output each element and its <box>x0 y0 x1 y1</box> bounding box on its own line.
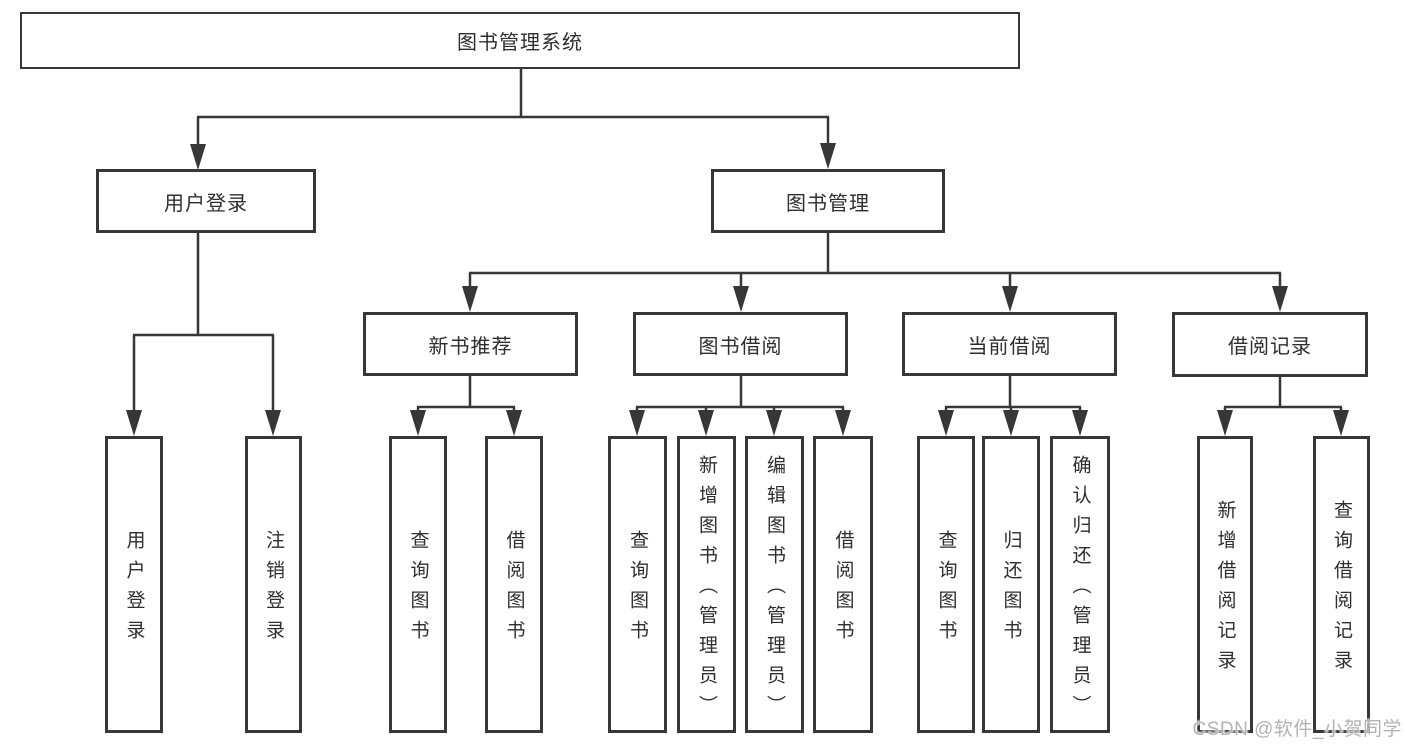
node-borrow-records: 借阅记录 <box>1172 312 1368 377</box>
node-current-borrow: 当前借阅 <box>902 312 1117 376</box>
node-leaf-user-login: 用户登录 <box>105 436 163 733</box>
node-leaf-query-borrow-record: 查询借阅记录 <box>1313 436 1370 733</box>
node-leaf-query-book-newrec: 查询图书 <box>389 436 447 733</box>
node-leaf-borrow-book-newrec: 借阅图书 <box>485 436 543 733</box>
node-leaf-borrow-book: 借阅图书 <box>813 436 873 733</box>
node-leaf-query-book-current: 查询图书 <box>917 436 975 733</box>
node-leaf-edit-book-admin: 编辑图书（管理员） <box>745 436 804 733</box>
node-user-login-module: 用户登录 <box>96 169 316 233</box>
node-leaf-add-book-admin: 新增图书（管理员） <box>677 436 736 733</box>
csdn-watermark: CSDN @软件_小贺同学 <box>1192 719 1402 740</box>
node-leaf-confirm-return-admin: 确认归还（管理员） <box>1050 436 1110 733</box>
node-library-system: 图书管理系统 <box>20 12 1020 69</box>
node-leaf-query-book-borrow: 查询图书 <box>608 436 667 733</box>
node-book-borrow: 图书借阅 <box>633 312 848 376</box>
node-book-management: 图书管理 <box>711 169 945 233</box>
node-leaf-logout: 注销登录 <box>245 436 302 733</box>
node-new-book-recommend: 新书推荐 <box>363 312 578 376</box>
node-leaf-add-borrow-record: 新增借阅记录 <box>1197 436 1253 733</box>
node-leaf-return-book: 归还图书 <box>982 436 1040 733</box>
